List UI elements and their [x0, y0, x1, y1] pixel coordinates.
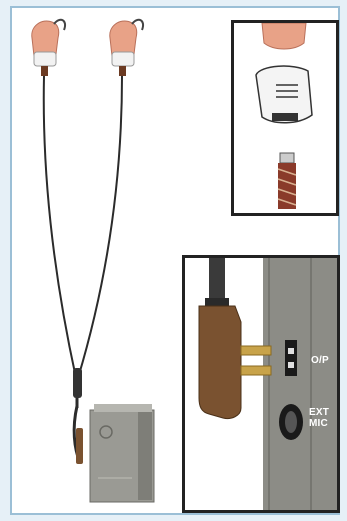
jack-socket-inset: O/P EXT MIC	[182, 255, 340, 513]
right-earpiece	[110, 20, 143, 76]
socket-panel	[263, 258, 337, 510]
cable-plug-pin	[278, 153, 296, 209]
body-worn-device	[90, 404, 154, 502]
right-cable	[78, 76, 122, 378]
earmould	[262, 23, 306, 49]
illustration-panel: O/P EXT MIC	[10, 6, 340, 515]
receiver-clip	[256, 66, 312, 123]
cable-splitter	[73, 368, 82, 398]
ext-mic-label-line2: MIC	[309, 419, 328, 429]
receiver-detail-inset	[231, 20, 339, 216]
jack-socket-illustration	[185, 258, 337, 510]
output-socket-label: O/P	[311, 356, 329, 366]
output-socket	[285, 340, 297, 376]
left-cable	[44, 76, 76, 378]
receiver-detail-illustration	[234, 23, 336, 213]
left-earpiece	[32, 20, 65, 76]
ext-mic-socket	[279, 404, 303, 440]
ext-mic-label-line1: EXT	[309, 408, 329, 418]
device-plug	[76, 428, 83, 464]
